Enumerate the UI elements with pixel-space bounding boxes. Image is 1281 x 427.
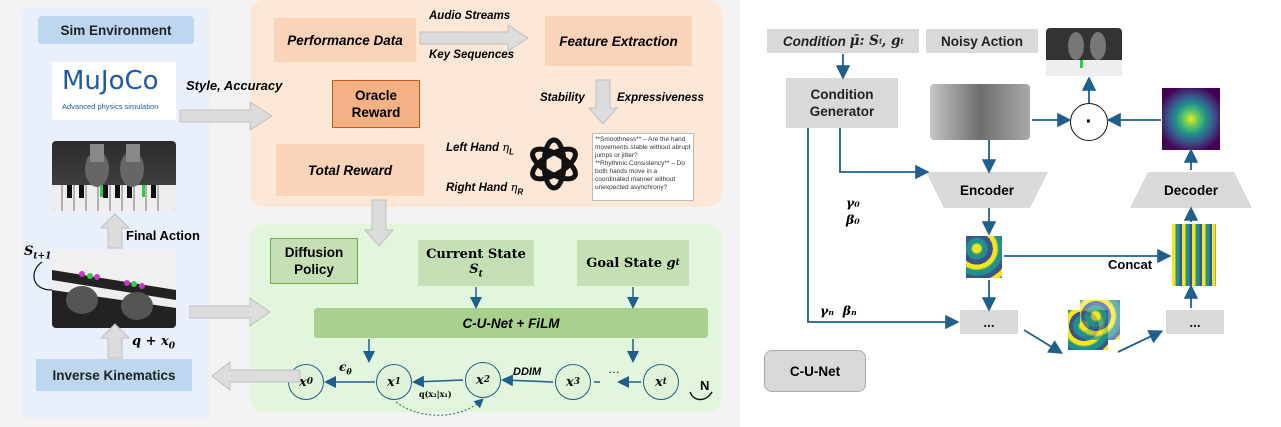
performance-data-box: Performance Data <box>274 18 416 62</box>
final-action-label: Final Action <box>126 228 200 243</box>
decoder-block <box>1130 172 1252 208</box>
key-sequences-label: Key Sequences <box>429 49 515 61</box>
feature-extraction-box: Feature Extraction <box>545 16 692 66</box>
ddim-label: DDIM <box>513 366 542 378</box>
oracle-reward-box: Oracle Reward <box>332 80 420 128</box>
decoder-dots-box: ... <box>1166 310 1224 334</box>
encoder-block <box>926 172 1048 208</box>
decoder-feature-map <box>1172 224 1216 286</box>
evaluation-prompt-card: **Smoothness** – Are the hand movements … <box>592 133 694 201</box>
condition-generator-box: Condition Generator <box>786 78 898 128</box>
inverse-kinematics-box: Inverse Kinematics <box>36 359 192 391</box>
noisy-action-image <box>1046 28 1122 76</box>
sim-environment-label: Sim Environment <box>38 16 194 44</box>
q-transition-label: q(x₂|x₁) <box>419 389 452 399</box>
decoder-label: Decoder <box>1163 182 1219 198</box>
robot-hands-image-bottom <box>52 250 176 328</box>
gaussian-output-map <box>1162 88 1220 150</box>
llm-logo-icon <box>524 134 584 194</box>
encoder-dots-box: ... <box>960 310 1018 334</box>
robot-hands-image-top <box>52 141 176 211</box>
mujoco-logo: MuJoCo Advanced physics simulation <box>52 62 176 120</box>
noisy-hands-image <box>930 84 1030 140</box>
expressiveness-label: Expressiveness <box>617 92 704 104</box>
style-accuracy-label: Style, Accuracy <box>186 78 283 93</box>
cunet-legend-box: C-U-Net <box>764 350 866 392</box>
concat-label: Concat <box>1108 257 1153 272</box>
current-state-symbol: St <box>469 261 483 280</box>
audio-streams-label: Audio Streams <box>429 10 511 22</box>
chain-ellipsis: … <box>608 362 620 376</box>
diffusion-policy-box: Diffusion Policy <box>270 238 358 284</box>
mujoco-subtitle: Advanced physics simulation <box>62 102 159 111</box>
prompt-text-2: **Rhythmic Consistency** – Do both hands… <box>595 160 685 191</box>
epsilon-theta-label: ϵθ <box>339 360 352 377</box>
state-next-label: St+1 <box>24 244 52 262</box>
gamma-n-beta-n-label: γₙ βₙ <box>820 303 857 318</box>
current-state-box: Current State St <box>418 240 534 286</box>
mujoco-logo-text: MuJoCo <box>62 66 159 96</box>
n-steps-label: N <box>700 378 710 393</box>
flow-arrows-left <box>33 24 713 416</box>
cunet-film-bar: C-U-Net + FiLM <box>314 308 708 338</box>
total-reward-box: Total Reward <box>276 144 424 196</box>
noisy-action-box: Noisy Action <box>926 29 1038 53</box>
right-hand-label: Right Hand ηR <box>446 180 524 197</box>
multiply-operator: · <box>1070 103 1108 141</box>
stability-label: Stability <box>540 92 585 104</box>
bottleneck-feature-map-2 <box>1080 300 1120 340</box>
q-x0-label: q + x0 <box>132 334 176 352</box>
current-state-label: Current State <box>426 246 526 262</box>
prompt-text-1: **Smoothness** – Are the hand movements … <box>595 136 691 159</box>
encoder-label: Encoder <box>959 182 1014 198</box>
encoder-feature-map <box>966 236 1002 278</box>
left-hand-label: Left Hand ηL <box>446 140 515 157</box>
flow-arrows-right <box>807 54 1199 354</box>
